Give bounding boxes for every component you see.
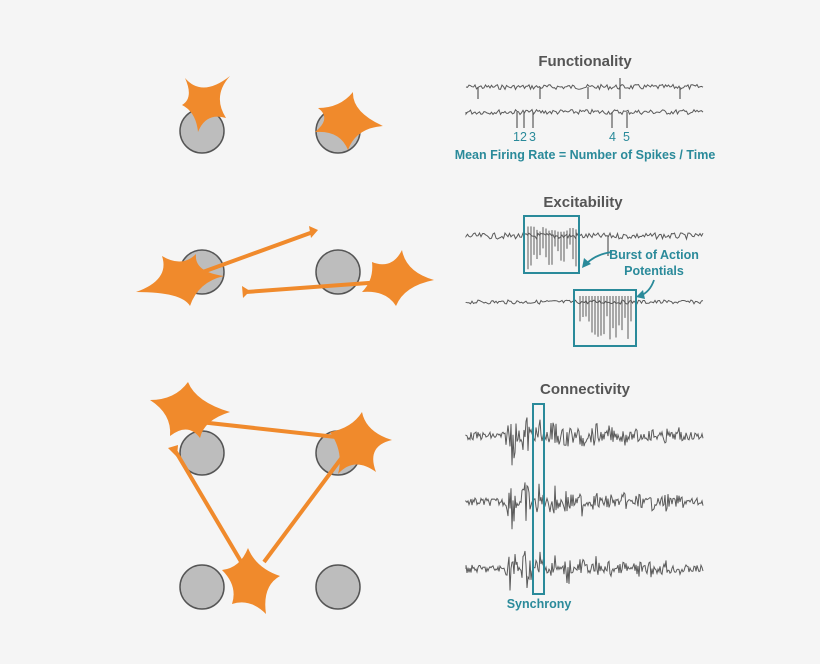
neuron-icon xyxy=(150,382,230,438)
mean-firing-rate-caption: Mean Firing Rate = Number of Spikes / Ti… xyxy=(455,148,716,162)
synchrony-label: Synchrony xyxy=(507,597,572,611)
signal-trace xyxy=(465,108,704,116)
neuron-icon xyxy=(315,92,383,150)
neuron-icon xyxy=(330,412,392,474)
excitability-title: Excitability xyxy=(543,194,623,211)
axon xyxy=(199,420,337,439)
signal-trace xyxy=(465,231,704,241)
axon-terminal-icon xyxy=(168,445,178,457)
signal-trace xyxy=(465,83,704,91)
neuron-icon xyxy=(182,76,230,132)
neuron-icon xyxy=(222,548,280,614)
spike-label: 1 xyxy=(513,130,520,144)
connectivity-title: Connectivity xyxy=(540,381,631,398)
burst-highlight-box xyxy=(523,215,580,274)
connectivity-neuron-group xyxy=(150,382,392,614)
signal-trace xyxy=(465,417,704,466)
signal-trace xyxy=(465,550,704,591)
axon xyxy=(199,230,314,275)
signal-trace xyxy=(465,482,704,530)
arrow-icon xyxy=(582,258,591,268)
arrow-icon xyxy=(636,290,645,299)
functionality-title: Functionality xyxy=(538,53,632,70)
neuron-icon xyxy=(362,250,434,306)
spike-label: 3 xyxy=(529,130,536,144)
axon-terminal-icon xyxy=(242,286,250,298)
neuron-icon xyxy=(136,254,224,306)
synchrony-highlight-box xyxy=(532,403,545,595)
connectivity-panel: Connectivity Synchrony xyxy=(465,381,704,611)
excitability-neuron-group xyxy=(136,226,434,306)
excitability-panel: Excitability Burst of Action Potentials xyxy=(465,194,704,347)
spike-label: 5 xyxy=(623,130,630,144)
burst-highlight-box xyxy=(573,289,637,347)
electrode xyxy=(179,564,225,610)
axon-terminal-icon xyxy=(309,226,318,238)
axon xyxy=(174,450,248,572)
burst-label: Potentials xyxy=(624,264,684,278)
axon xyxy=(262,450,348,564)
functionality-neuron-group xyxy=(179,76,383,154)
burst-label: Burst of Action xyxy=(609,248,699,262)
functionality-panel: Functionality 1 2 3 4 5 Mean Firing Rate… xyxy=(455,53,716,162)
spike-label: 4 xyxy=(609,130,616,144)
signal-trace xyxy=(465,299,704,305)
electrode xyxy=(315,564,361,610)
spike-label: 2 xyxy=(520,130,527,144)
spike-markers xyxy=(477,78,681,128)
